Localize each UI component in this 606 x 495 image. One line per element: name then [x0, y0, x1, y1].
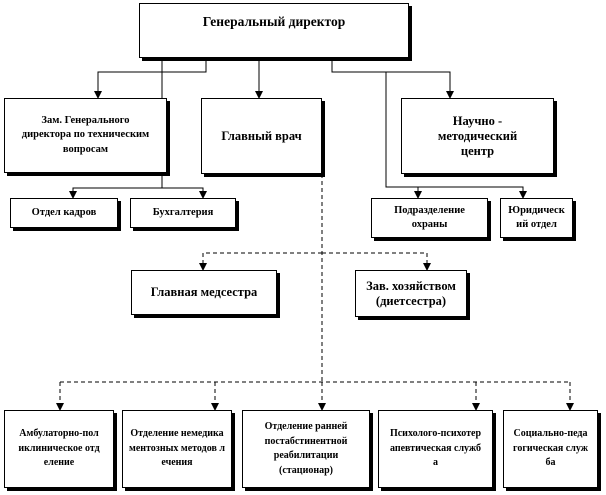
node-psycho-label: Психолого-психотерапевтическая служба	[389, 428, 482, 469]
node-security-label: Подразделение охраны	[394, 204, 465, 230]
node-accounting: Бухгалтерия	[130, 198, 236, 228]
connector-ceo-legal	[386, 186, 527, 199]
node-ceo-label: Генеральный директор	[202, 14, 346, 29]
node-social: Социально-педагогическая служба	[503, 410, 598, 488]
node-head-nurse-label: Главная медсестра	[150, 285, 258, 299]
node-deputy-tech-label: Зам. Генерального директора по техническ…	[21, 115, 150, 155]
connector-chief-housekeeping	[322, 252, 431, 271]
connector-ceo-accounting	[162, 187, 207, 199]
node-early-rehab: Отделение ранней постабстинентной реабил…	[242, 410, 370, 488]
node-legal: Юридический отдел	[500, 198, 573, 238]
node-psycho: Психолого-психотерапевтическая служба	[378, 410, 493, 488]
node-chief-doctor-label: Главный врач	[221, 128, 302, 143]
node-head-nurse: Главная медсестра	[131, 270, 277, 315]
node-outpatient-label: Амбулаторно-поликлиническое отделение	[18, 428, 100, 469]
node-nondrug: Отделение немедикаментозных методов лече…	[122, 410, 232, 488]
node-legal-label: Юридический отдел	[508, 204, 565, 230]
node-accounting-label: Бухгалтерия	[152, 206, 214, 218]
node-outpatient: Амбулаторно-поликлиническое отделение	[4, 410, 114, 488]
node-social-label: Социально-педагогическая служба	[513, 428, 588, 469]
node-early-rehab-label: Отделение ранней постабстинентной реабил…	[264, 421, 348, 476]
node-housekeeping-label: Зав. хозяйством (диетсестра)	[366, 278, 456, 308]
node-deputy-tech: Зам. Генерального директора по техническ…	[4, 98, 167, 173]
connector-chief-head-nurse	[199, 252, 322, 271]
node-sci-center-label: Научно - методический центр	[437, 113, 518, 158]
node-hr-label: Отдел кадров	[31, 206, 97, 218]
node-security: Подразделение охраны	[371, 198, 488, 238]
connector-ceo-deputy	[94, 58, 207, 99]
node-housekeeping: Зав. хозяйством (диетсестра)	[355, 270, 467, 317]
node-hr: Отдел кадров	[10, 198, 118, 228]
connector-ceo-sci-center	[331, 58, 454, 99]
node-chief-doctor: Главный врач	[201, 98, 322, 174]
node-ceo: Генеральный директор	[139, 3, 409, 58]
node-sci-center: Научно - методический центр	[401, 98, 554, 174]
node-nondrug-label: Отделение немедикаментозных методов лече…	[129, 428, 225, 469]
